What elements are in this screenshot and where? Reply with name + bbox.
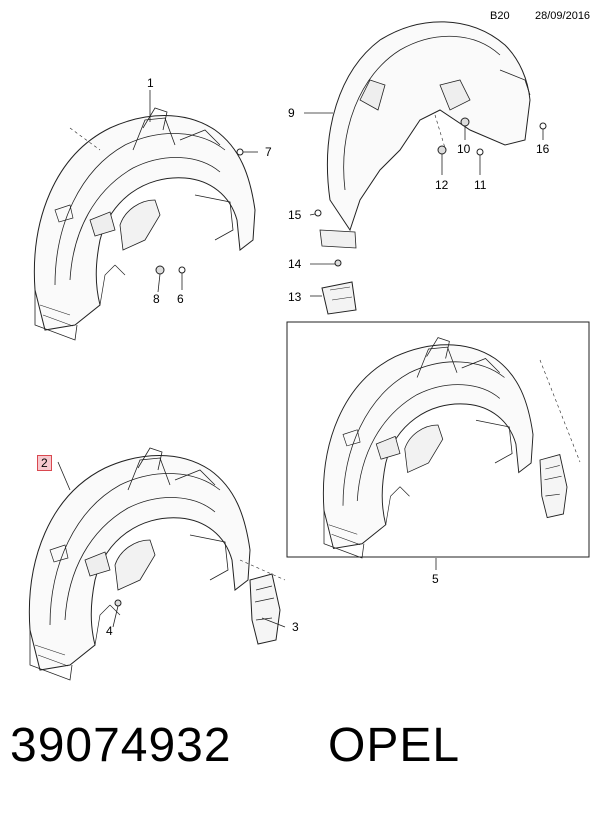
diagram-code: B20 — [490, 10, 510, 22]
diagram-date: 28/09/2016 — [535, 10, 591, 22]
callout-6: 6 — [177, 292, 184, 306]
callout-4: 4 — [106, 624, 113, 638]
callout-12: 12 — [435, 178, 449, 192]
callout-10: 10 — [457, 142, 471, 156]
callout-5: 5 — [432, 572, 439, 586]
part-number: 39074932 — [10, 719, 232, 772]
callout-2: 2 — [37, 455, 52, 471]
parts-diagram — [28, 21, 590, 681]
callout-15: 15 — [288, 208, 302, 222]
callout-1: 1 — [147, 76, 154, 90]
brand-name: OPEL — [328, 719, 461, 772]
callout-7: 7 — [265, 145, 272, 159]
callout-11: 11 — [474, 178, 487, 192]
callout-8: 8 — [153, 292, 160, 306]
callout-16: 16 — [536, 142, 550, 156]
callout-3: 3 — [292, 620, 299, 634]
callout-14: 14 — [288, 257, 302, 271]
callout-9: 9 — [288, 106, 295, 120]
callout-13: 13 — [288, 290, 302, 304]
